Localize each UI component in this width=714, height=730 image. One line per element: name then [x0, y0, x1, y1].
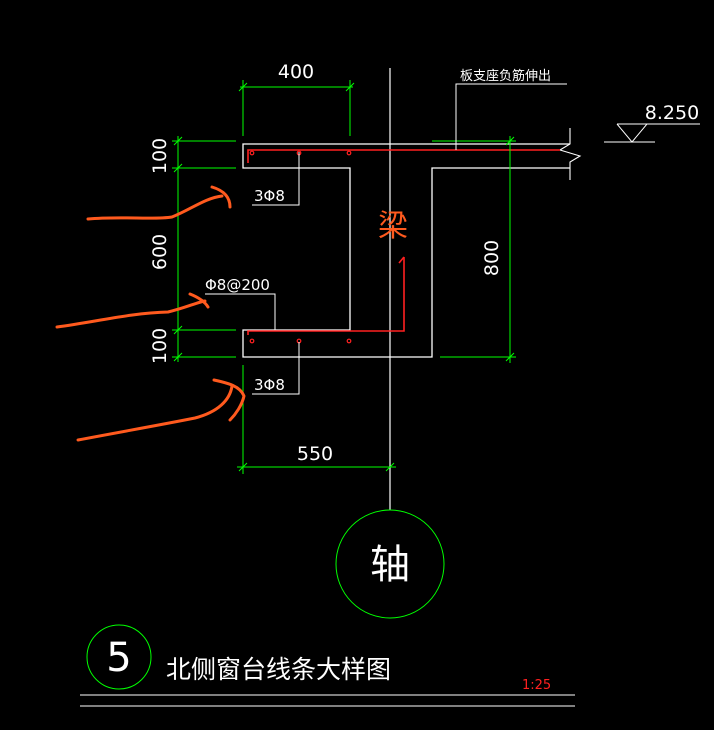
annotation-arrow-bottom	[76, 384, 234, 442]
title-text: 北侧窗台线条大样图	[166, 655, 391, 684]
annotation-arrow-top	[86, 194, 224, 221]
annotation-arrowhead-top	[210, 185, 232, 209]
dim-left-100-top: 100	[149, 138, 171, 174]
leader-lines	[80, 83, 700, 707]
concrete-outline	[242, 128, 582, 358]
rebar-top-label: 3Φ8	[254, 187, 285, 205]
annotation-arrow-middle	[55, 299, 207, 329]
annotation-arrows	[55, 185, 246, 442]
beam-label: 梁	[378, 209, 408, 244]
elevation-label: 8.250	[645, 102, 699, 124]
title-number: 5	[106, 635, 131, 681]
dim-bottom-550: 550	[297, 443, 333, 465]
dim-left-100-bottom: 100	[149, 328, 171, 364]
annotation-arrowhead-middle	[188, 292, 210, 309]
dimension-lines	[86, 80, 516, 690]
axis-label: 轴	[370, 542, 410, 588]
annotation-arrowhead-bottom	[212, 378, 246, 422]
rebar-dots	[249, 150, 352, 344]
dim-left-600: 600	[149, 234, 171, 270]
slab-bar-callout: 板支座负筋伸出	[460, 68, 551, 84]
dim-top-400: 400	[278, 61, 314, 83]
rebar-stirrup-label: Φ8@200	[205, 276, 270, 294]
rebar-bottom-label: 3Φ8	[254, 376, 285, 394]
title-scale: 1:25	[522, 678, 551, 693]
dim-right-800: 800	[481, 240, 503, 276]
